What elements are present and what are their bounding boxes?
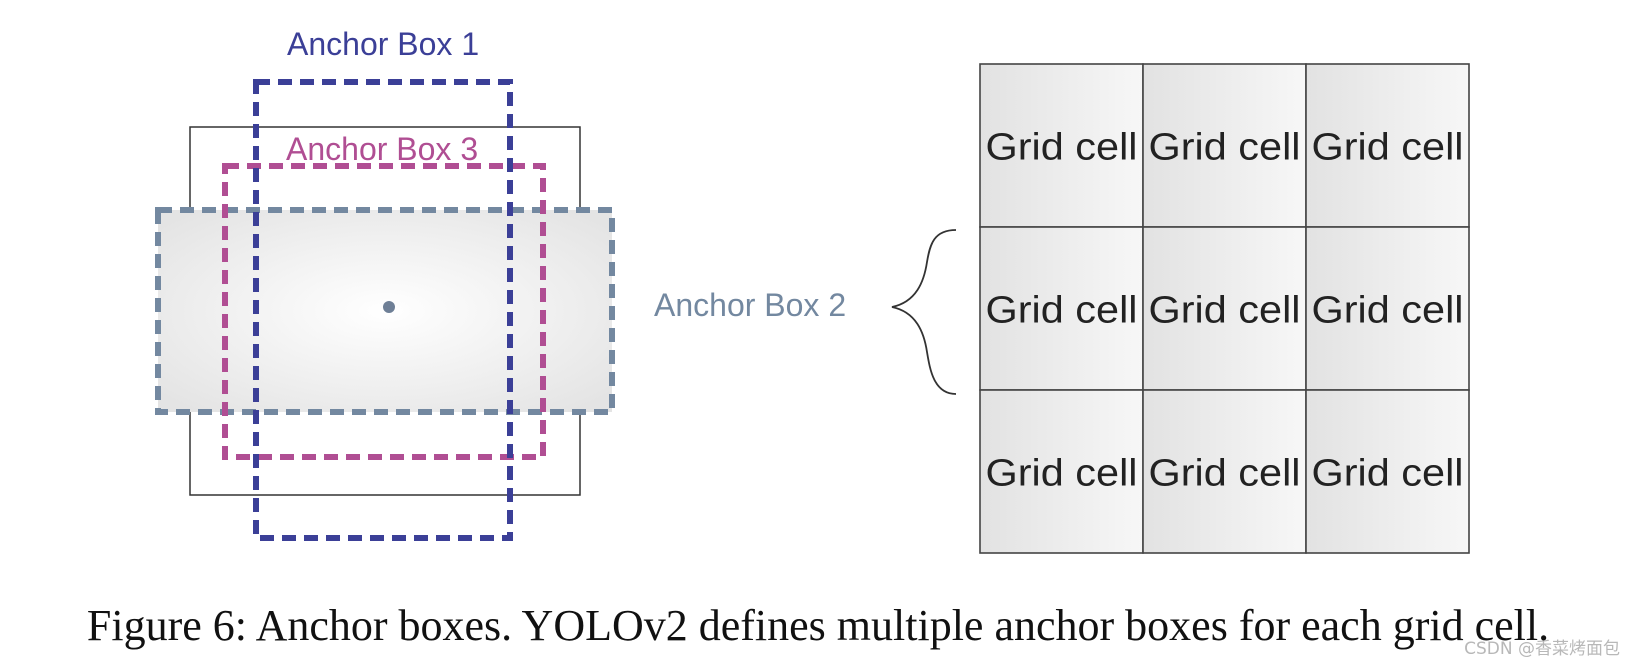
grid-cell-label: Grid cell: [1312, 453, 1464, 495]
grid-cell-label: Grid cell: [1149, 290, 1301, 332]
anchor-box-1-label: Anchor Box 1: [287, 26, 479, 62]
grid-cell-label: Grid cell: [1149, 127, 1301, 169]
grid-cell-2-2: [1305, 389, 1470, 554]
grid-cell-label: Grid cell: [986, 127, 1138, 169]
grid-cell-label: Grid cell: [986, 453, 1138, 495]
anchor-box-3-label: Anchor Box 3: [286, 131, 478, 167]
anchor-box-2-label: Anchor Box 2: [654, 287, 846, 323]
grid-cell-1-0: [979, 226, 1144, 391]
figure-caption: Figure 6: Anchor boxes. YOLOv2 defines m…: [86, 601, 1550, 650]
anchor-box-1-rect: [253, 79, 513, 541]
grid-cell-label: Grid cell: [1149, 453, 1301, 495]
grid-cell-label: Grid cell: [1312, 290, 1464, 332]
anchor-box-2-rect: [155, 207, 615, 415]
anchor-box-3-rect: [222, 163, 546, 460]
anchor-box-illustration: Anchor Box 1 Anchor Box 3 Anchor Box 2: [155, 26, 846, 541]
grid-cell-0-1: [1142, 63, 1307, 228]
grid-cell-label: Grid cell: [986, 290, 1138, 332]
grid-cell-2-1: [1142, 389, 1307, 554]
grid-cell-2-0: [979, 389, 1144, 554]
watermark: CSDN @香菜烤面包: [1464, 639, 1620, 659]
grid-cell-1-2: [1305, 226, 1470, 391]
center-point: [383, 301, 395, 313]
grid-cell-label: Grid cell: [1312, 127, 1464, 169]
curly-brace: [891, 229, 957, 395]
grid-cell-1-1: [1142, 226, 1307, 391]
